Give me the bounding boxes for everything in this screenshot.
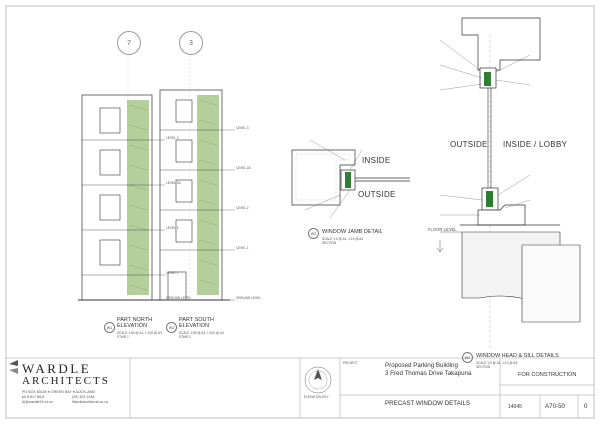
south-elevation-scale: SCALE 1:50 @ A1, 1:100 @ A3 (179, 331, 224, 335)
firm-logo-line2: ARCHITECTS (22, 375, 110, 387)
drawing-tag: W4 (462, 352, 473, 363)
head-inside-label: INSIDE / LOBBY (503, 140, 568, 149)
firm-phone: ph 8 817 8611 (22, 395, 45, 399)
grid-marker-3: 3 (179, 31, 203, 55)
firm-address: PO BOX 80169 ● GREEN BAY ● AUCKLAND (22, 390, 96, 394)
project-label: PROJECT (343, 361, 358, 365)
jamb-detail-drawing (291, 139, 410, 219)
south-elevation-sub: STAIR 2 (179, 335, 191, 339)
head-sill-detail-drawing (436, 17, 581, 350)
level-label: LEVEL 2 (166, 226, 179, 230)
north-elevation-scale: SCALE 1:50 @ A1, 1:100 @ A3 (117, 331, 162, 335)
head-sill-scale: SCALE 1:5 @ A1, 1:10 @ A3 (476, 361, 518, 365)
level-label: LEVEL 1 (236, 246, 249, 250)
drawing-tag: W2 (166, 322, 177, 333)
project-name: Proposed Parking Building (385, 362, 458, 369)
south-elevation-drawing (156, 55, 235, 301)
firm-email: Al@wardle24.co.nz (22, 400, 54, 404)
drawing-title: PRECAST WINDOW DETAILS (385, 400, 471, 407)
level-label: GROUND LEVEL (236, 296, 261, 300)
jamb-outside-label: OUTSIDE (358, 190, 396, 199)
drawing-status: FOR CONSTRUCTION (518, 372, 577, 378)
north-elevation-title: PART NORTH ELEVATION (117, 317, 153, 329)
north-elevation-drawing (78, 55, 165, 301)
head-sill-sub: SECTION (476, 365, 491, 369)
drawing-tag: W1 (104, 322, 115, 333)
level-label: LEVEL 3 (166, 136, 179, 140)
jamb-detail-scale: SCALE 1:5 @ A1, 1:10 @ A3 (322, 237, 364, 241)
south-elevation-title: PART SOUTH ELEVATION (179, 317, 214, 329)
north-point-label: ELEVATION KEY (304, 395, 329, 399)
jamb-inside-label: INSIDE (362, 156, 391, 165)
jamb-detail-sub: SECTION (322, 241, 337, 245)
firm-web: Wardlearchitects.co.nz (72, 400, 109, 404)
project-address: 3 Fred Thomas Drive Takapuna (385, 370, 472, 377)
title-block-frame (129, 358, 594, 418)
level-label: GROUND LEVEL (166, 296, 191, 300)
north-point-stamp (304, 366, 332, 394)
jamb-detail-title: WINDOW JAMB DETAIL (322, 229, 383, 235)
revision: 0 (584, 403, 588, 410)
level-label: LEVEL 2 (236, 206, 249, 210)
firm-fax: (09) 303 1248 (72, 395, 95, 399)
head-outside-label: OUTSIDE (450, 140, 488, 149)
level-label: LEVEL 2A (166, 181, 181, 185)
level-label: LEVEL 1 (166, 271, 179, 275)
grid-marker-7: 7 (117, 31, 141, 55)
head-sill-title: WINDOW HEAD & SILL DETAILS (476, 353, 559, 359)
logo-mark (9, 360, 18, 374)
level-label: LEVEL 2A (236, 166, 251, 170)
firm-logo-line1: WARDLE (22, 361, 92, 376)
job-number: 14045 (508, 404, 522, 410)
north-elevation-sub: STAIR 1 (117, 335, 129, 339)
level-label: LEVEL 3 (236, 126, 249, 130)
floor-level-label: FLOOR LEVEL (428, 227, 457, 232)
drawing-tag: W3 (308, 228, 319, 239)
sheet-number: A70-50 (545, 403, 565, 410)
